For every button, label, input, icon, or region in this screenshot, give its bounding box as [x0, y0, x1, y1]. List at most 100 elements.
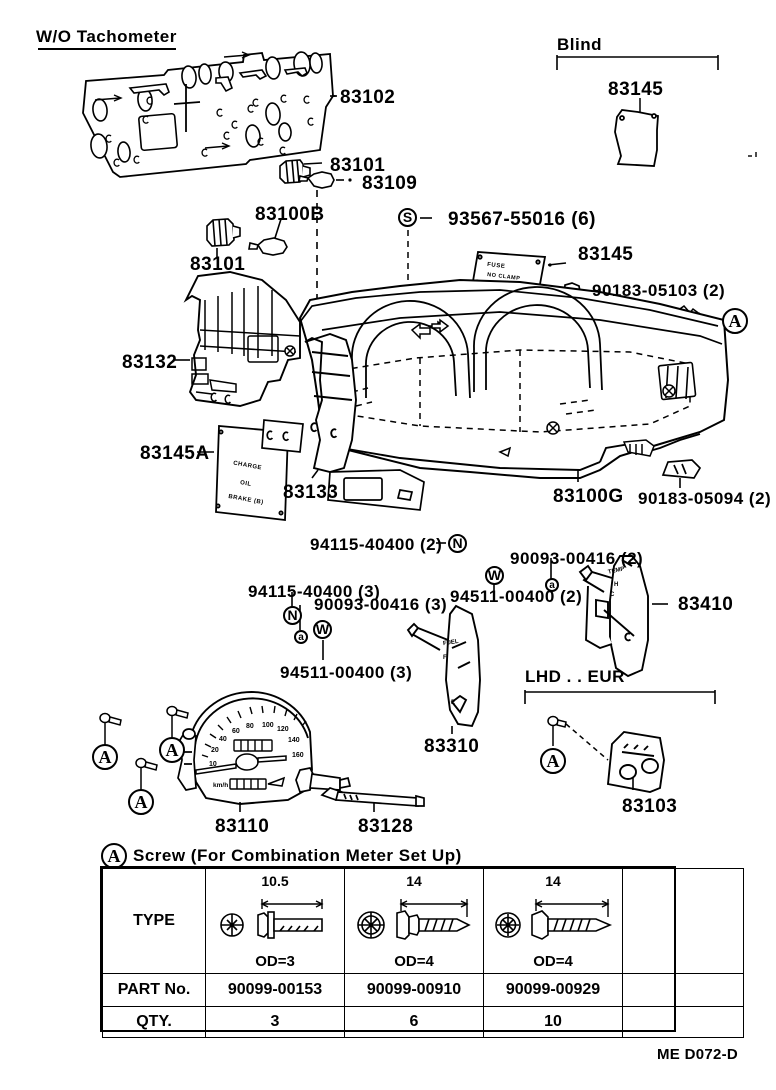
- fuel-gauge-mark-e: E: [451, 700, 456, 706]
- type-cell-2: 14: [344, 868, 484, 974]
- leader-83100B: [274, 218, 282, 239]
- table-row-type: TYPE 10.5: [102, 868, 744, 974]
- callout-83410: 83410: [678, 594, 734, 615]
- qty-3: 10: [483, 1006, 623, 1038]
- part-no-1: 90099-00153: [205, 973, 345, 1007]
- callout-83110: 83110: [215, 816, 270, 837]
- svg-text:120: 120: [277, 726, 289, 733]
- part-83132-meter-case: [183, 271, 301, 407]
- callout-90093-00416-2: 90093-00416 (2): [510, 549, 644, 568]
- marker-washer-W-2: W: [313, 620, 332, 639]
- marker-snap-S: S: [398, 208, 417, 227]
- part-90183-05094-clip: [661, 459, 702, 479]
- qty-1: 3: [205, 1006, 345, 1038]
- svg-text:100: 100: [262, 722, 274, 729]
- callout-83103: 83103: [622, 796, 678, 817]
- leader-83101-top: [303, 162, 323, 165]
- registration-tick: [748, 152, 757, 157]
- callout-83145-blind: 83145: [608, 79, 664, 100]
- table-row-part-no: PART No. 90099-00153 90099-00910 90099-0…: [102, 973, 744, 1007]
- type-cell-3: 14: [483, 868, 623, 974]
- screw-spec-table: TYPE 10.5: [100, 866, 744, 1038]
- screw-icon-a3: [135, 757, 158, 771]
- part-83110-numerals: 10 20 40 60 80 100 120 140 160: [209, 722, 304, 768]
- part-83100B-bulb: [248, 237, 288, 256]
- row-label-part-no: PART No.: [102, 973, 206, 1007]
- part-83101-socket-left: [206, 218, 241, 247]
- svg-text:140: 140: [288, 737, 300, 744]
- marker-washer-W-1: W: [485, 566, 504, 585]
- temp-gauge-mark-h: H: [614, 582, 619, 588]
- temp-gauge-mark-c: C: [610, 592, 615, 598]
- callout-83101-left: 83101: [190, 254, 246, 275]
- type-cell-blank: [622, 868, 744, 974]
- section-title-lhd-eur: LHD . . EUR: [525, 667, 625, 686]
- callout-94115-40400-2: 94115-40400 (2): [310, 535, 443, 554]
- part-83133-bracket: [304, 332, 357, 473]
- part-83102-cutouts: [90, 51, 323, 163]
- dimension-2: 14: [406, 873, 422, 889]
- callout-93567-55016: 93567-55016 (6): [448, 209, 596, 230]
- part-83101-socket-top: [279, 159, 311, 184]
- callout-83133: 83133: [283, 482, 339, 503]
- part-83100G-arrows: [410, 318, 512, 458]
- callout-90183-05094: 90183-05094 (2): [638, 489, 772, 508]
- callout-83109: 83109: [362, 173, 418, 194]
- part-83100G-gauge-wells: [351, 286, 603, 400]
- row-label-qty: QTY.: [102, 1006, 206, 1038]
- part-83110-cable-socket: [295, 767, 352, 793]
- callout-circle-a-right: A: [722, 308, 748, 334]
- svg-text:160: 160: [292, 752, 304, 759]
- callout-83310: 83310: [424, 736, 480, 757]
- svg-text:20: 20: [211, 747, 219, 754]
- svg-text:10: 10: [209, 761, 217, 768]
- part-83410-temp-gauge: [578, 555, 649, 678]
- svg-text:40: 40: [219, 736, 227, 743]
- assembly-guide-83103: [565, 723, 609, 761]
- part-83128-cable: [320, 787, 425, 807]
- callout-circle-a-3: A: [128, 789, 154, 815]
- part-83100G-bosses: [284, 345, 676, 435]
- part-83110-odometer: [229, 739, 273, 790]
- fuel-gauge-mark-f: F: [443, 655, 447, 661]
- part-83310-fuel-gauge: [406, 604, 481, 728]
- blind-bracket: [556, 55, 719, 70]
- part-no-blank: [622, 973, 744, 1007]
- part-83103-switch-panel: [606, 730, 665, 793]
- screw-icon-tapping-screw-flange: [357, 899, 471, 940]
- marker-screw-a-2: a: [294, 630, 308, 644]
- callout-circle-a-83103: A: [540, 748, 566, 774]
- svg-text:80: 80: [246, 723, 254, 730]
- callout-90183-05103: 90183-05103 (2): [592, 281, 726, 300]
- part-83133-foot: [261, 419, 304, 453]
- callout-83102: 83102: [340, 87, 396, 108]
- screw-icon-tapping-screw-pan: [495, 899, 613, 940]
- part-83109-bulb: [298, 171, 335, 189]
- lhd-eur-bracket: [524, 690, 716, 704]
- screw-table-title: Screw (For Combination Meter Set Up): [133, 846, 462, 865]
- part-83100G-lens-dashed: [329, 349, 691, 433]
- callout-circle-a-2: A: [159, 737, 185, 763]
- svg-text:60: 60: [232, 728, 240, 735]
- od-1: OD=3: [255, 953, 295, 970]
- screw-icon-83103: [547, 715, 567, 728]
- screw-icon-a2: [166, 705, 189, 719]
- speedo-unit-text: km/h: [213, 782, 228, 789]
- marker-nut-N-2: N: [283, 606, 302, 625]
- part-83110-scale: [201, 705, 307, 758]
- marker-screw-a-1: a: [545, 578, 559, 592]
- part-no-3: 90099-00929: [483, 973, 623, 1007]
- od-3: OD=4: [533, 953, 573, 970]
- row-label-type: TYPE: [102, 868, 206, 974]
- section-title-wo-tachometer: W/O Tachometer: [36, 27, 177, 46]
- callout-94511-00400-2: 94511-00400 (2): [450, 587, 583, 606]
- callout-83100B: 83100B: [255, 204, 325, 225]
- callout-83100G: 83100G: [553, 486, 624, 507]
- callout-90093-00416-3: 90093-00416 (3): [314, 595, 448, 614]
- screw-icon-machine-screw-washer: [220, 899, 324, 939]
- type-cell-1: 10.5: [205, 868, 345, 974]
- callout-83132: 83132: [122, 352, 178, 373]
- part-83100G-connector: [622, 439, 655, 457]
- part-83132-detail: [191, 286, 301, 404]
